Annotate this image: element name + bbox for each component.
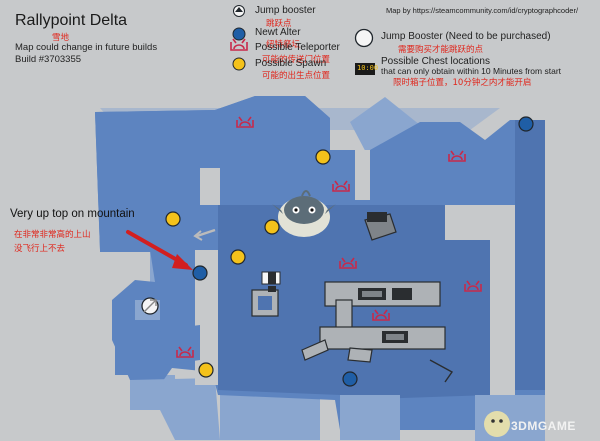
structures [251,212,454,383]
teleporter-icon [176,346,194,358]
teleporter-icon [339,257,357,269]
legend-spawn-label: Possible Spawn [255,58,327,69]
legend-teleporter-cn: 可能的传送门位置 [262,55,331,65]
jump-booster-marker [193,228,216,241]
spawn-marker [315,149,331,165]
newt-altar-marker [518,116,534,132]
watermark-logo [484,411,510,437]
build-number: Build #3703355 [15,54,82,65]
spawn-marker [264,219,280,235]
spawn-markers [165,149,331,378]
legend-teleporter-label: Possible Teleporter [255,42,340,53]
purchased-booster-marker [141,297,159,315]
map-title-cn: 雪地 [52,33,70,43]
legend-chest-icon-text: 10:00 [357,64,379,72]
newt-altar-markers [192,116,534,387]
newt-altar-marker [342,371,358,387]
teleporter-icon [464,280,482,292]
legend-newt-altar-icon [232,27,246,41]
spawn-marker [165,211,181,227]
legend-spawn-cn: 可能的出生点位置 [262,71,331,81]
map-subtitle: Map could change in future builds [15,42,158,53]
legend-chest-sublabel: that can only obtain within 10 Minutes f… [381,66,562,76]
legend-purchased-booster-icon [354,28,374,48]
map-credit: Map by https://steamcommunity.com/id/cry… [386,6,579,15]
legend-purchased-booster-label: Jump Booster (Need to be purchased) [381,31,551,42]
legend-newt-altar-cn: 纽特祭坛 [266,40,301,50]
teleporter-icon [236,116,254,128]
legend-chest-icon [355,63,375,75]
newt-altar-creature [272,190,336,237]
legend-jump-booster-cn: 跳跃点 [266,19,292,29]
watermark-text: 3DMGAME [511,419,576,433]
teleporter-icon [332,180,350,192]
mountain-annotation-label: Very up top on mountain [10,208,135,220]
mountain-annotation-cn-2: 没飞行上不去 [14,244,66,254]
legend-newt-altar-label: Newt Alter [255,27,301,38]
annotation-arrow [126,230,193,270]
legend-icons [230,5,375,75]
legend-chest-cn: 限时箱子位置，10分钟之内才能开启 [393,78,532,88]
legend-chest-label: Possible Chest locations [381,56,490,67]
spawn-marker [230,249,246,265]
legend-teleporter-icon [230,38,248,51]
mountain-annotation-cn-1: 在非常非常高的上山 [14,230,91,240]
terrain [95,96,545,441]
spawn-marker [198,362,214,378]
teleporter-markers [176,116,482,358]
newt-altar-marker [192,265,208,281]
map-title: Rallypoint Delta [15,12,128,29]
teleporter-icon [372,309,390,321]
legend-spawn-icon [232,57,246,71]
legend-jump-booster-label: Jump booster [255,5,316,16]
teleporter-icon [448,150,466,162]
legend-purchased-booster-cn: 需要购买才能跳跃的点 [398,45,484,55]
